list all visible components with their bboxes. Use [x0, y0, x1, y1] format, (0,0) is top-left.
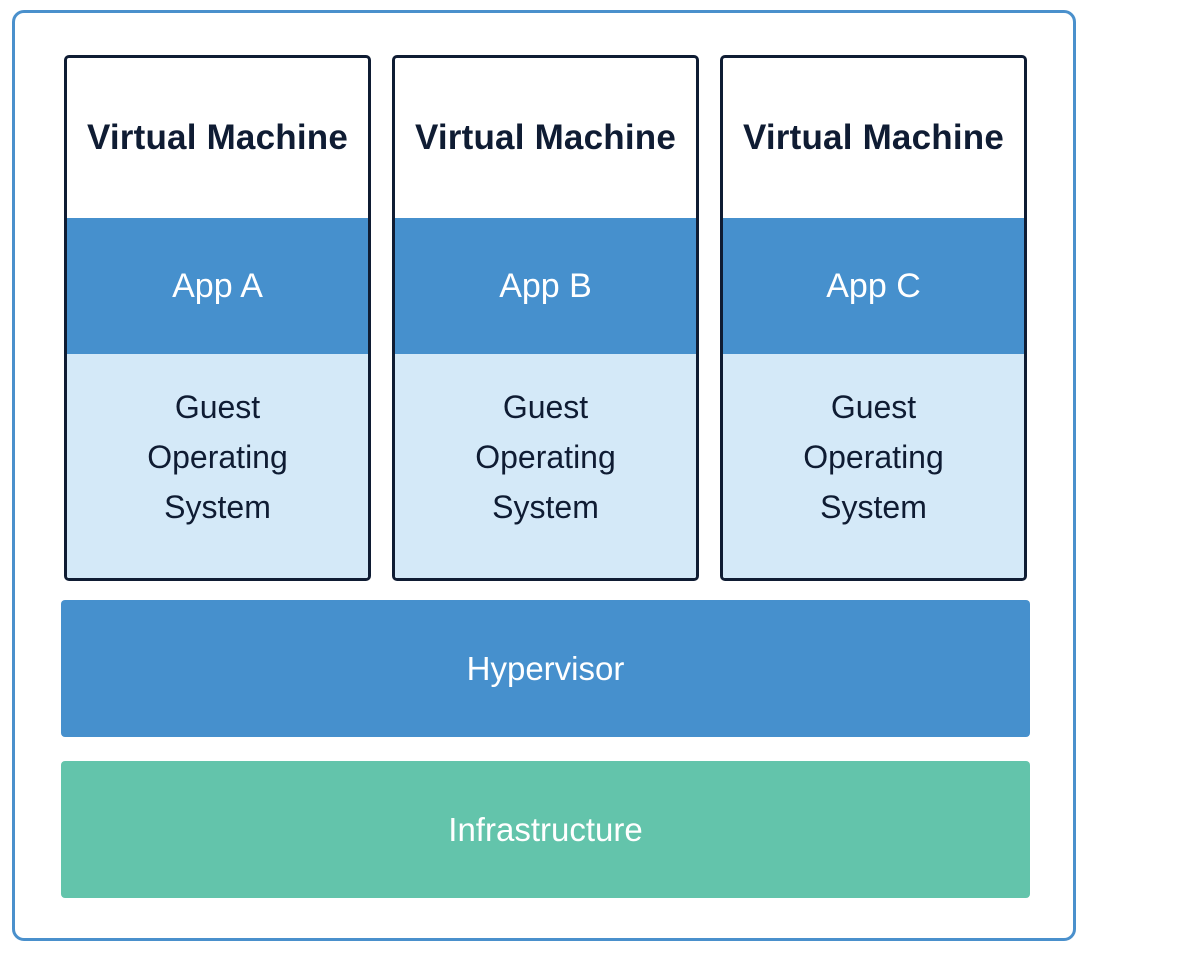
- hypervisor-layer: Hypervisor: [61, 600, 1030, 737]
- virtual-machine-c: Virtual Machine App C Guest Operating Sy…: [720, 55, 1027, 581]
- virtual-machine-b: Virtual Machine App B Guest Operating Sy…: [392, 55, 699, 581]
- infrastructure-layer: Infrastructure: [61, 761, 1030, 898]
- vm-title: Virtual Machine: [86, 118, 349, 157]
- app-c-layer: App C: [723, 218, 1024, 354]
- vm-title: Virtual Machine: [414, 118, 677, 157]
- vm-title: Virtual Machine: [742, 118, 1005, 157]
- guest-os-layer: Guest Operating System: [395, 354, 696, 578]
- guest-os-layer: Guest Operating System: [67, 354, 368, 578]
- app-a-layer: App A: [67, 218, 368, 354]
- app-b-layer: App B: [395, 218, 696, 354]
- virtual-machine-a: Virtual Machine App A Guest Operating Sy…: [64, 55, 371, 581]
- guest-os-layer: Guest Operating System: [723, 354, 1024, 578]
